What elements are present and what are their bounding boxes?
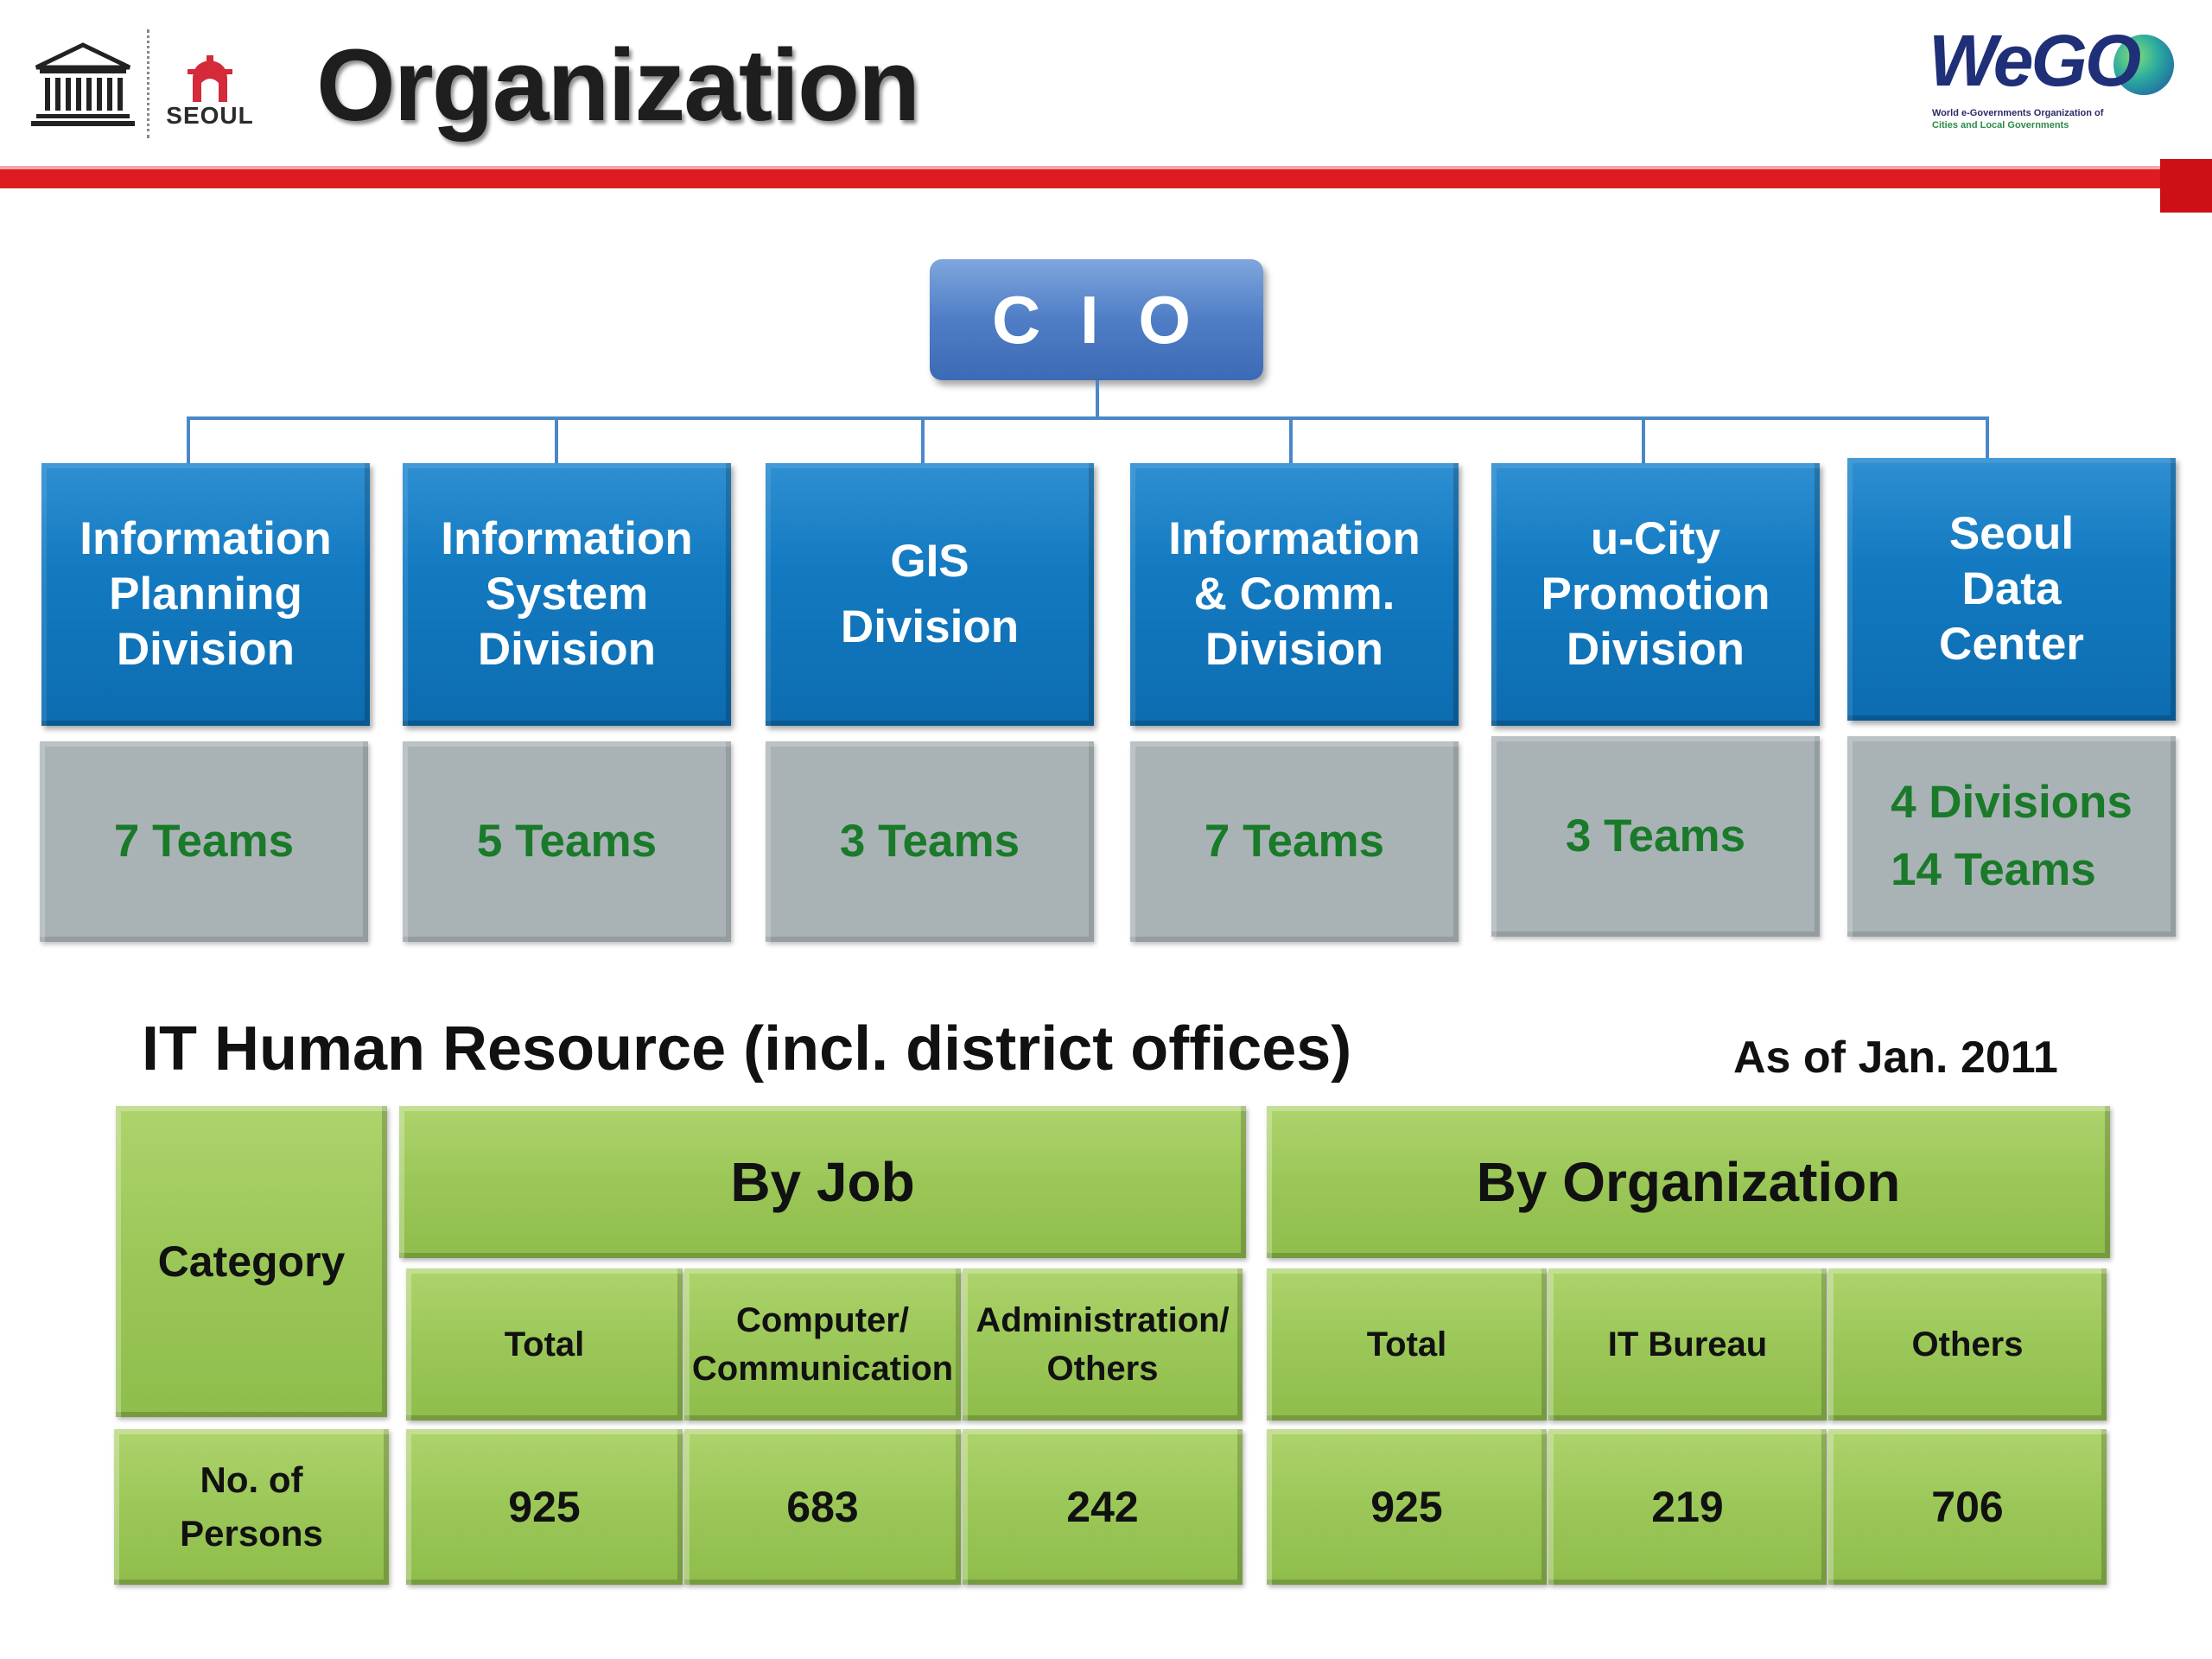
job-col-header: Total <box>406 1268 683 1421</box>
connector-drop <box>1986 416 1989 465</box>
connector-drop <box>921 416 925 465</box>
page-title: Organization <box>316 29 920 143</box>
row-label-persons: No. of Persons <box>114 1429 389 1585</box>
seoul-logo-text: SEOUL <box>166 102 254 129</box>
teams-box: 7 Teams <box>1130 741 1459 942</box>
org-value-cell: 219 <box>1548 1429 1827 1585</box>
teams-box: 7 Teams <box>40 741 368 942</box>
seoul-logo: SEOUL <box>159 54 261 137</box>
org-col-header: IT Bureau <box>1548 1268 1827 1421</box>
by-job-header: By Job <box>399 1106 1246 1258</box>
globe-icon <box>2113 35 2174 95</box>
org-col-header: Total <box>1267 1268 1547 1421</box>
org-col-header: Others <box>1828 1268 2107 1421</box>
job-value-cell: 242 <box>963 1429 1243 1585</box>
connector-vertical-cio <box>1096 380 1099 418</box>
job-value-cell: 683 <box>684 1429 961 1585</box>
teams-box: 3 Teams <box>766 741 1094 942</box>
wego-subtitle-line1: World e-Governments Organization of <box>1932 108 2104 118</box>
hr-as-of-date: As of Jan. 2011 <box>1733 1033 2058 1083</box>
org-value-cell: 925 <box>1267 1429 1547 1585</box>
org-value-cell: 706 <box>1828 1429 2107 1585</box>
header-rule-end <box>2160 159 2212 213</box>
wego-logo-text: WeGO <box>1929 20 2141 101</box>
teams-box: 3 Teams <box>1491 736 1820 937</box>
job-col-header: Administration/ Others <box>963 1268 1243 1421</box>
teams-box: 5 Teams <box>403 741 731 942</box>
connector-horizontal <box>187 416 1989 420</box>
connector-drop <box>1289 416 1293 465</box>
connector-drop <box>1642 416 1645 465</box>
header-rule <box>0 166 2171 188</box>
wego-subtitle: World e-Governments Organization of Citi… <box>1932 107 2183 131</box>
job-value-cell: 925 <box>406 1429 683 1585</box>
connector-drop <box>187 416 190 465</box>
by-organization-header: By Organization <box>1267 1106 2110 1258</box>
connector-drop <box>555 416 558 465</box>
wego-subtitle-line2: Cities and Local Governments <box>1932 120 2069 130</box>
hr-section-title: IT Human Resource (incl. district office… <box>142 1014 1352 1084</box>
unesco-logo <box>29 41 137 128</box>
job-col-header: Computer/ Communication <box>684 1268 961 1421</box>
category-header: Category <box>116 1106 387 1417</box>
logo-divider <box>147 29 149 138</box>
cio-box: C I O <box>930 259 1263 380</box>
division-box: Information& Comm.Division <box>1130 463 1459 726</box>
wego-logo: WeGO World e-Governments Organization of… <box>1929 24 2188 145</box>
